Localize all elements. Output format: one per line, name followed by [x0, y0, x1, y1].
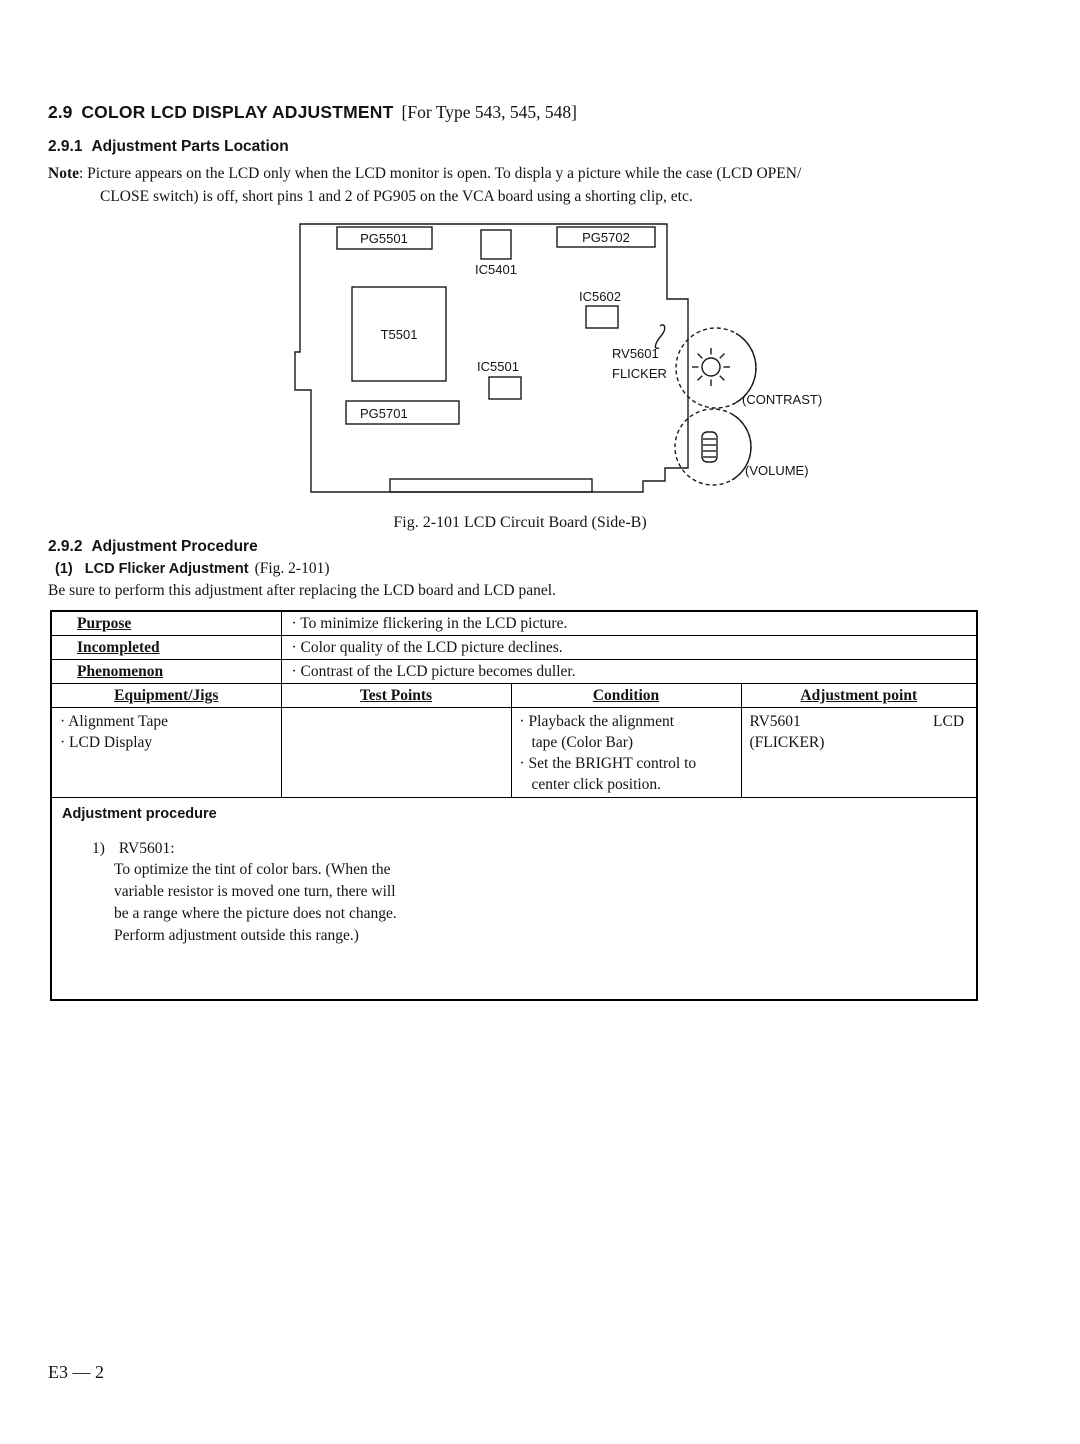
ic5602-box: [585, 305, 619, 329]
note-block: Note: Picture appears on the LCD only wh…: [48, 162, 1008, 208]
row-label: Incompleted: [77, 639, 160, 656]
label-rv5601: RV5601: [612, 346, 659, 361]
note-line-2: CLOSE switch) is off, short pins 1 and 2…: [100, 188, 693, 205]
note-line-1: Note: Picture appears on the LCD only wh…: [48, 162, 1008, 185]
procedure-step: 1) RV5601:: [92, 838, 966, 859]
volume-dial-edge: [731, 413, 752, 481]
equipment-cell: · Alignment Tape · LCD Display: [50, 707, 282, 798]
row-desc-cell: · To minimize flickering in the LCD pict…: [280, 610, 978, 636]
subsection-title: Adjustment Parts Location: [91, 138, 289, 155]
adjustment-target: LCD: [933, 713, 965, 730]
row-label-cell: Incompleted: [50, 635, 282, 660]
row-desc-cell: · Color quality of the LCD picture decli…: [280, 635, 978, 660]
label-pg5501: PG5501: [360, 231, 408, 246]
note-text-1: : Picture appears on the LCD only when t…: [79, 165, 802, 182]
bottom-edge-connector: [389, 478, 593, 493]
condition-line: tape (Color Bar): [531, 734, 634, 751]
label-flicker: FLICKER: [612, 366, 667, 381]
row-desc-cell: · Contrast of the LCD picture becomes du…: [280, 659, 978, 684]
row-label-cell: Phenomenon: [50, 659, 282, 684]
header-adjustment-point: Adjustment point: [740, 683, 978, 708]
procedure-line: variable resistor is moved one turn, the…: [114, 883, 396, 900]
procedure-step-name: RV5601:: [118, 840, 175, 857]
table-row-purpose: Purpose · To minimize flickering in the …: [50, 610, 978, 636]
flicker-adjustment-heading: (1) LCD Flicker Adjustment (Fig. 2-101): [55, 560, 329, 578]
test-points-cell: [280, 707, 512, 798]
figure-caption: Fig. 2-101 LCD Circuit Board (Side-B): [393, 514, 647, 531]
subsection-adjustment-procedure: 2.9.2 Adjustment Procedure: [48, 538, 258, 556]
procedure-line: Perform adjustment outside this range.): [114, 927, 359, 944]
adjustment-point-line-2: (FLICKER): [749, 734, 825, 751]
contrast-dial-edge: [735, 332, 757, 404]
label-ic5501: IC5501: [477, 359, 519, 374]
subsection-number: 2.9.1: [48, 138, 83, 155]
row-label-cell: Purpose: [50, 610, 282, 636]
screw-squiggle-icon: [654, 324, 666, 350]
label-pg5702: PG5702: [582, 230, 630, 245]
section-title: COLOR LCD DISPLAY ADJUSTMENT: [81, 102, 394, 122]
table-row-phenomenon: Phenomenon · Contrast of the LCD picture…: [50, 659, 978, 684]
section-number: 2.9: [48, 102, 73, 122]
label-pg5701: PG5701: [360, 406, 408, 421]
equipment-item: · LCD Display: [60, 734, 153, 751]
section-type-suffix: [For Type 543, 545, 548]: [401, 102, 577, 122]
subsection-title: Adjustment Procedure: [91, 538, 258, 555]
lcd-circuit-board-figure: PG5501 IC5401 PG5702 IC5602 T5501 IC5501…: [290, 212, 850, 512]
item-title: LCD Flicker Adjustment: [84, 561, 249, 577]
table-header-row: Equipment/Jigs Test Points Condition Adj…: [50, 683, 978, 708]
procedure-line: To optimize the tint of color bars. (Whe…: [114, 861, 391, 878]
condition-line: center click position.: [531, 776, 662, 793]
adjustment-point-line-1: RV5601 LCD: [750, 711, 969, 732]
label-t5501: T5501: [381, 327, 418, 342]
adjustment-table: Purpose · To minimize flickering in the …: [50, 610, 979, 1001]
table-content-row: · Alignment Tape · LCD Display · Playbac…: [50, 707, 978, 798]
ic5401-box: [480, 229, 512, 260]
board-outline: [294, 223, 689, 493]
label-ic5401: IC5401: [475, 262, 517, 277]
header-test-points: Test Points: [280, 683, 512, 708]
adjustment-point-cell: RV5601 LCD (FLICKER): [740, 707, 978, 798]
subsection-parts-location: 2.9.1 Adjustment Parts Location: [48, 138, 289, 156]
subsection-number: 2.9.2: [48, 538, 83, 555]
circuit-board-svg: PG5501 IC5401 PG5702 IC5602 T5501 IC5501…: [294, 223, 822, 493]
flicker-pot-rays: [692, 348, 730, 386]
label-contrast: (CONTRAST): [742, 392, 822, 407]
header-condition: Condition: [510, 683, 742, 708]
note-label: Note: [48, 165, 79, 182]
adjustment-part: RV5601: [749, 713, 801, 730]
procedure-step-number: 1): [92, 840, 105, 857]
table-row-incompleted: Incompleted · Color quality of the LCD p…: [50, 635, 978, 660]
procedure-header: Adjustment procedure: [62, 806, 217, 822]
procedure-text: To optimize the tint of color bars. (Whe…: [114, 859, 966, 947]
header-equipment-jigs: Equipment/Jigs: [50, 683, 282, 708]
pg5702-box: [556, 226, 656, 248]
item-figure-ref: (Fig. 2-101): [254, 560, 330, 577]
section-heading: 2.9 COLOR LCD DISPLAY ADJUSTMENT [For Type…: [48, 102, 577, 123]
t5501-box: [351, 286, 447, 382]
ic5501-box: [488, 376, 522, 400]
table-procedure-row: Adjustment procedure 1) RV5601: To optimi…: [50, 797, 978, 1000]
row-label: Phenomenon: [77, 663, 164, 680]
item-number: (1): [55, 561, 73, 577]
item-intro-text: Be sure to perform this adjustment after…: [48, 582, 556, 599]
volume-wheel-icon: [701, 431, 718, 463]
flicker-pot-icon: [701, 357, 721, 377]
condition-line: · Playback the alignment: [519, 713, 675, 730]
page-number: E3 — 2: [48, 1362, 104, 1382]
procedure-line: be a range where the picture does not ch…: [114, 905, 397, 922]
row-label: Purpose: [77, 615, 132, 632]
pg5701-box: [345, 400, 460, 425]
procedure-cell: Adjustment procedure 1) RV5601: To optimi…: [50, 797, 978, 1000]
condition-cell: · Playback the alignment tape (Color Bar…: [510, 707, 742, 798]
condition-line: · Set the BRIGHT control to: [519, 755, 697, 772]
pg5501-box: [336, 226, 433, 250]
equipment-item: · Alignment Tape: [60, 713, 168, 730]
label-ic5602: IC5602: [579, 289, 621, 304]
label-volume: (VOLUME): [745, 463, 809, 478]
